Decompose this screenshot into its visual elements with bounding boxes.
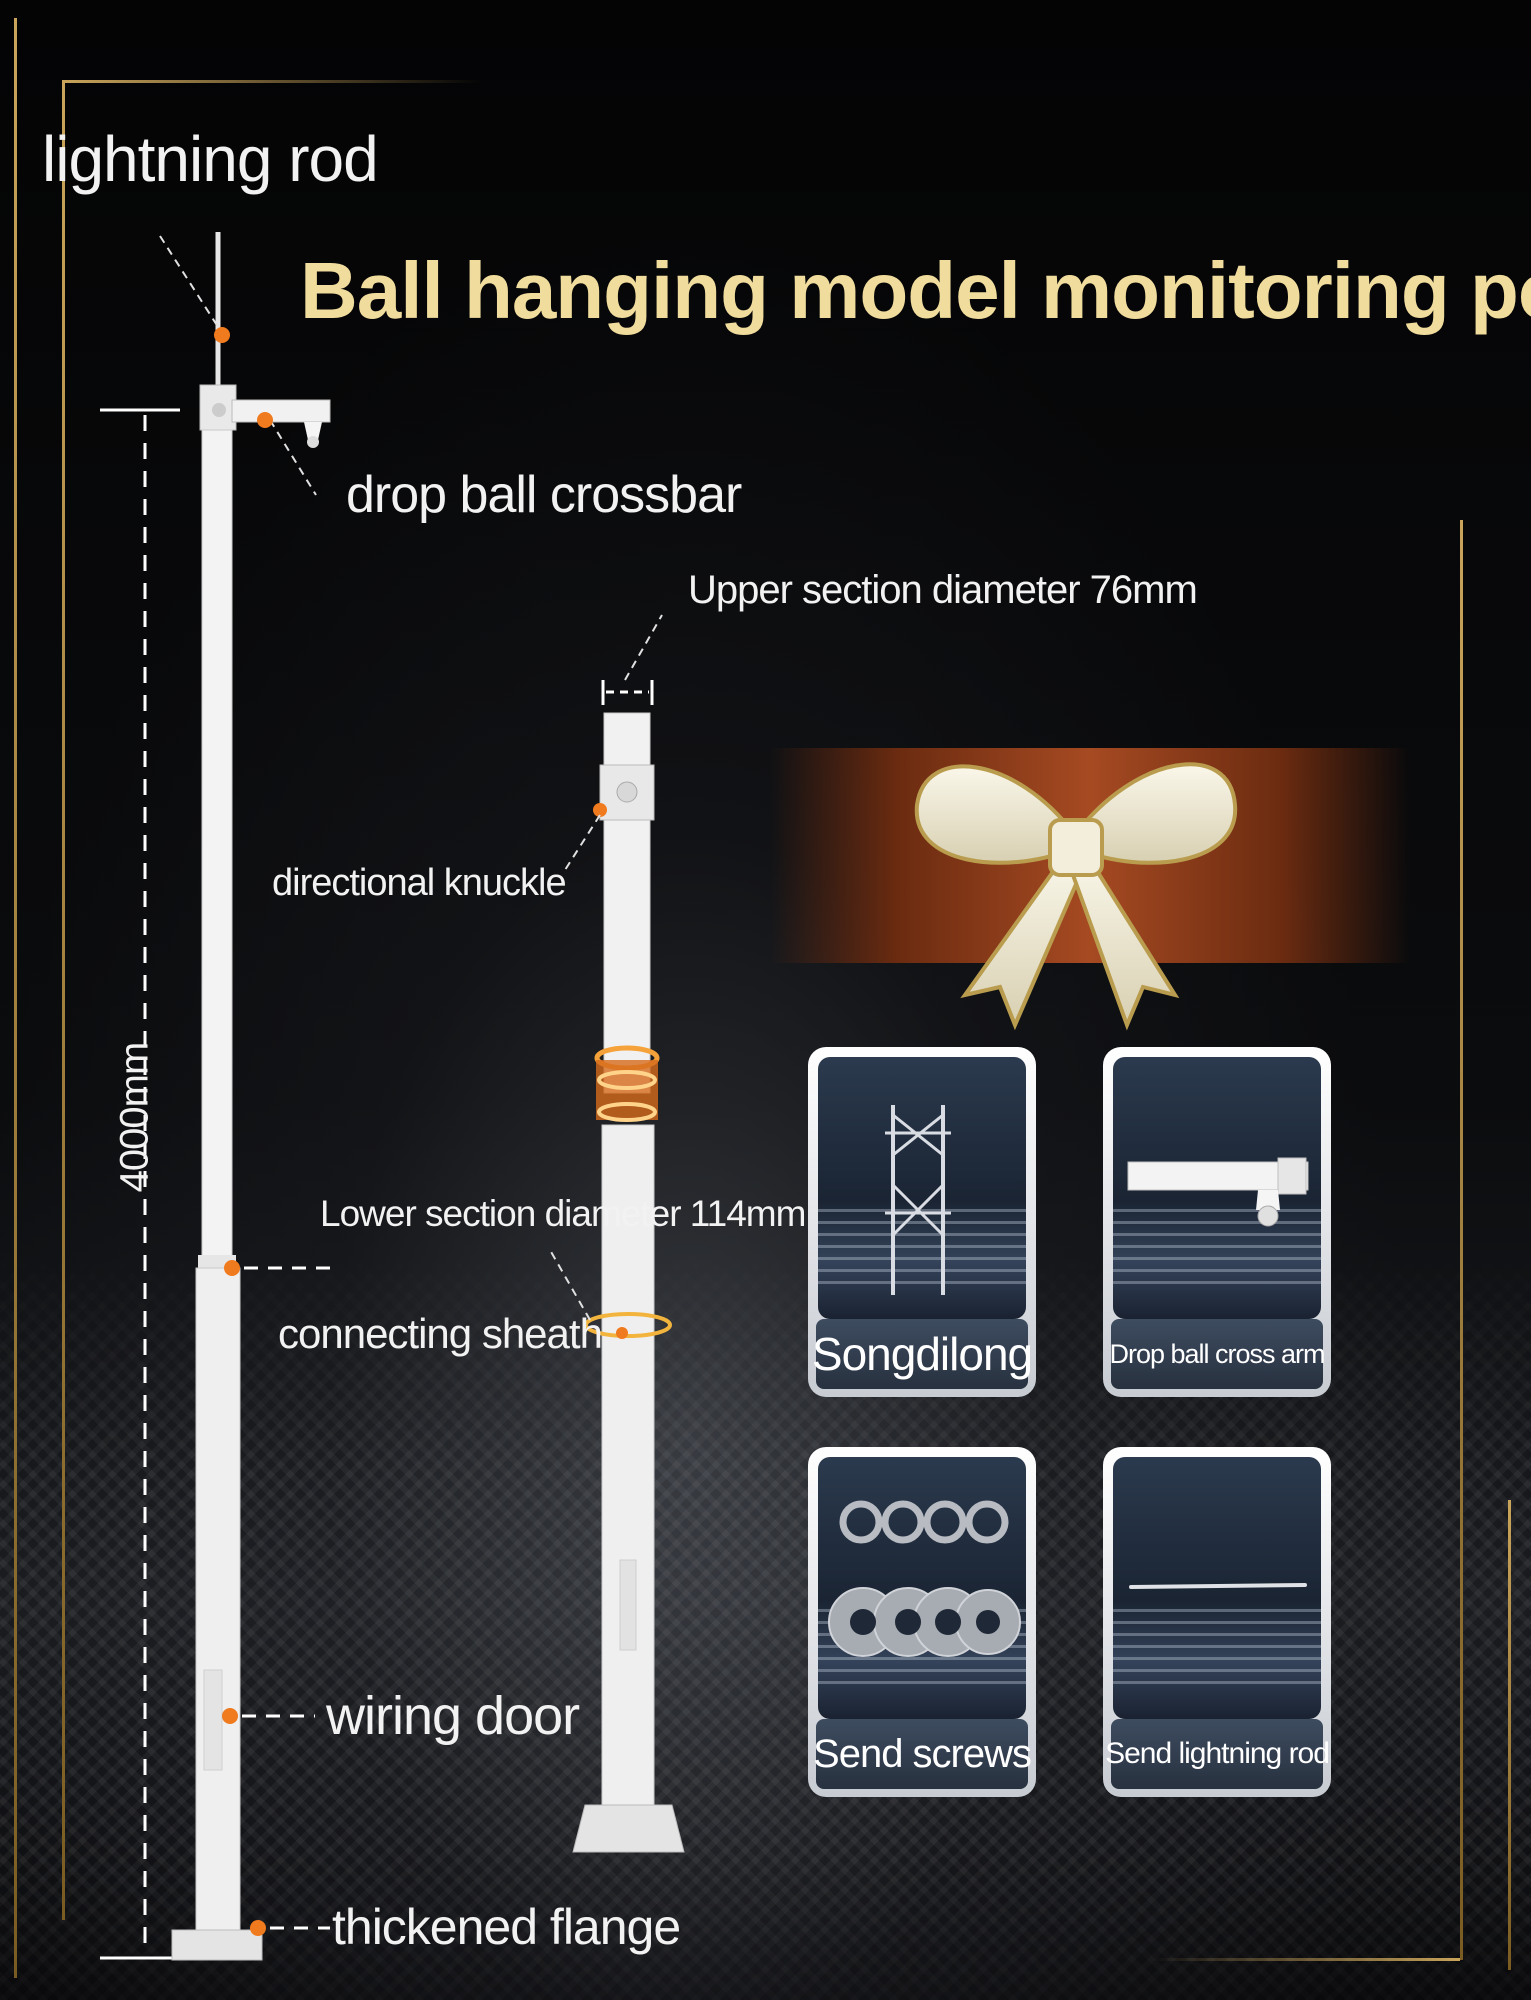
height-dimension — [100, 408, 180, 1960]
cross-arm-icon — [1127, 1157, 1309, 1227]
label-wiring-door: wiring door — [326, 1686, 580, 1746]
label-connecting-sheath: connecting sheath — [278, 1310, 603, 1357]
accessory-card-screws: Send screws — [808, 1447, 1036, 1797]
accessory-label: Send lightning rod — [1105, 1719, 1330, 1789]
gold-frame-bottom — [1150, 1958, 1460, 1961]
gold-frame-left-inner — [62, 80, 65, 1920]
accessory-label: Send screws — [813, 1719, 1032, 1789]
gold-frame-left — [14, 18, 17, 1978]
accessory-label: Drop ball cross arm — [1109, 1319, 1326, 1389]
lightning-rod-icon — [1129, 1583, 1307, 1589]
label-drop-ball-crossbar: drop ball crossbar — [346, 466, 742, 524]
marker-connecting-sheath — [224, 1260, 240, 1276]
accessory-card-cross-arm: Drop ball cross arm — [1103, 1047, 1331, 1397]
label-thickened-flange: thickened flange — [332, 1899, 681, 1955]
marker-directional-knuckle — [593, 803, 607, 817]
gold-frame-top — [62, 80, 482, 83]
gold-frame-right — [1460, 520, 1463, 1960]
marker-lower-section — [616, 1327, 628, 1339]
marker-crossbar — [257, 412, 273, 428]
label-height: 4000mm — [112, 1042, 157, 1193]
gold-frame-right-outer — [1508, 1500, 1511, 1970]
label-upper-diameter: Upper section diameter 76mm — [688, 568, 1198, 612]
songdilong-frame-icon — [885, 1105, 951, 1295]
marker-lightning-rod — [214, 327, 230, 343]
label-lightning-rod: lightning rod — [42, 123, 379, 195]
screws-washers-icon — [828, 1500, 1021, 1657]
marker-flange — [250, 1920, 266, 1936]
accessory-label: Songdilong — [812, 1319, 1033, 1389]
gift-bow-icon — [914, 762, 1238, 1031]
label-lower-diameter: Lower section diameter 114mm — [320, 1193, 806, 1234]
accessory-card-lightning-rod: Send lightning rod — [1103, 1447, 1331, 1797]
label-directional-knuckle: directional knuckle — [272, 862, 567, 904]
marker-wiring-door — [222, 1708, 238, 1724]
accessory-card-songdilong: Songdilong — [808, 1047, 1036, 1397]
page-title: Ball hanging model monitoring pole — [300, 246, 1531, 335]
